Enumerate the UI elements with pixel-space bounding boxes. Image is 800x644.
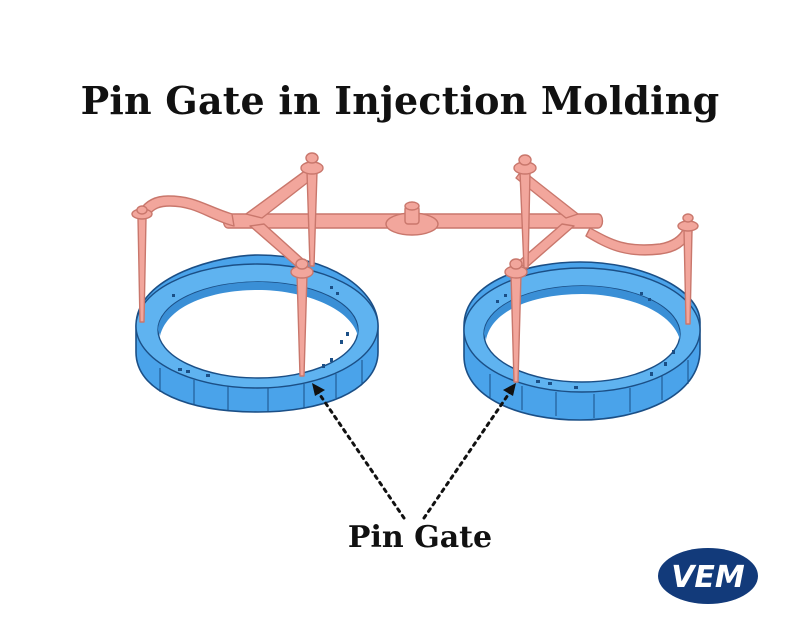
right-upper-branch (515, 169, 579, 219)
right-ring-segments (489, 360, 689, 418)
vem-logo: VEM (658, 548, 758, 604)
sprue-tip (404, 201, 420, 211)
post-caps (131, 152, 699, 279)
right-ring-part (463, 261, 701, 421)
left-ring-inner-wall (158, 282, 358, 336)
pin-top-right (519, 171, 531, 269)
pin-gate-label: Pin Gate (347, 520, 493, 555)
left-pointer-line (316, 390, 406, 520)
right-pointer-line (422, 390, 512, 520)
left-upper-branch (245, 169, 317, 219)
left-pointer-arrowhead (312, 383, 325, 396)
pin-back-left (137, 217, 147, 323)
right-ring-engravings (496, 292, 675, 389)
pin-gate-pointers (312, 383, 516, 520)
right-ring-inner-wall (484, 286, 680, 340)
page-title: Pin Gate in Injection Molding (80, 78, 720, 123)
right-curved-runner (585, 227, 693, 256)
right-pointer-arrowhead (503, 383, 516, 396)
left-curved-runner (139, 195, 235, 227)
vem-logo-text: VEM (671, 560, 745, 595)
pin-top-left (306, 171, 318, 267)
left-ring-engravings (172, 286, 349, 377)
left-ring-part (135, 254, 379, 413)
runner-system (131, 152, 699, 383)
left-ring-segments (159, 360, 363, 412)
pin-back-right (683, 229, 693, 325)
